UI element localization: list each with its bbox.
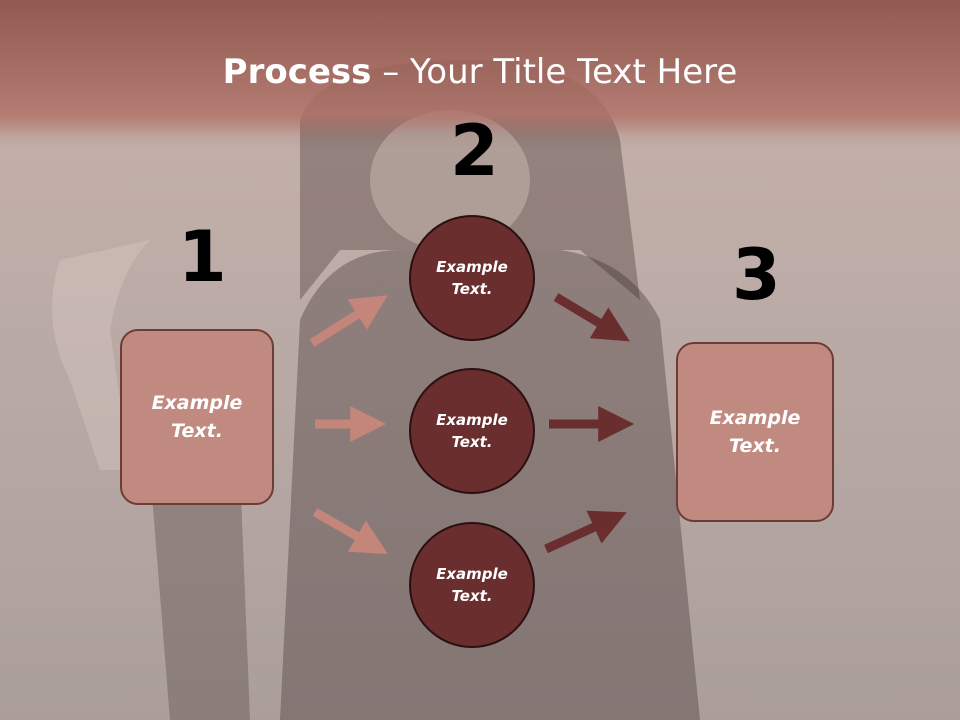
circle-bottom[interactable]: Example Text. <box>409 522 535 648</box>
arrow-left-to-bottom <box>312 508 389 555</box>
title-bold: Process <box>222 52 372 92</box>
slide-title: Process – Your Title Text Here <box>0 52 960 92</box>
circle-top-text: Example Text. <box>436 257 508 299</box>
step-number-3: 3 <box>732 234 781 316</box>
circle-top[interactable]: Example Text. <box>409 215 535 341</box>
right-text-box[interactable]: Example Text. <box>676 342 834 522</box>
title-band <box>0 0 960 135</box>
arrow-bottom-to-right <box>544 510 627 554</box>
circle-bottom-text: Example Text. <box>436 564 508 606</box>
right-box-text: Example Text. <box>709 406 801 458</box>
title-dash: – <box>371 52 411 92</box>
left-text-box[interactable]: Example Text. <box>120 329 274 505</box>
circle-middle[interactable]: Example Text. <box>409 368 535 494</box>
arrow-top-to-right <box>553 293 630 342</box>
step-number-1: 1 <box>178 216 227 298</box>
title-rest: Your Title Text Here <box>410 52 738 92</box>
circle-middle-text: Example Text. <box>436 410 508 452</box>
left-box-text: Example Text. <box>151 391 243 443</box>
arrow-left-to-top <box>309 295 388 347</box>
step-number-2: 2 <box>450 110 499 192</box>
